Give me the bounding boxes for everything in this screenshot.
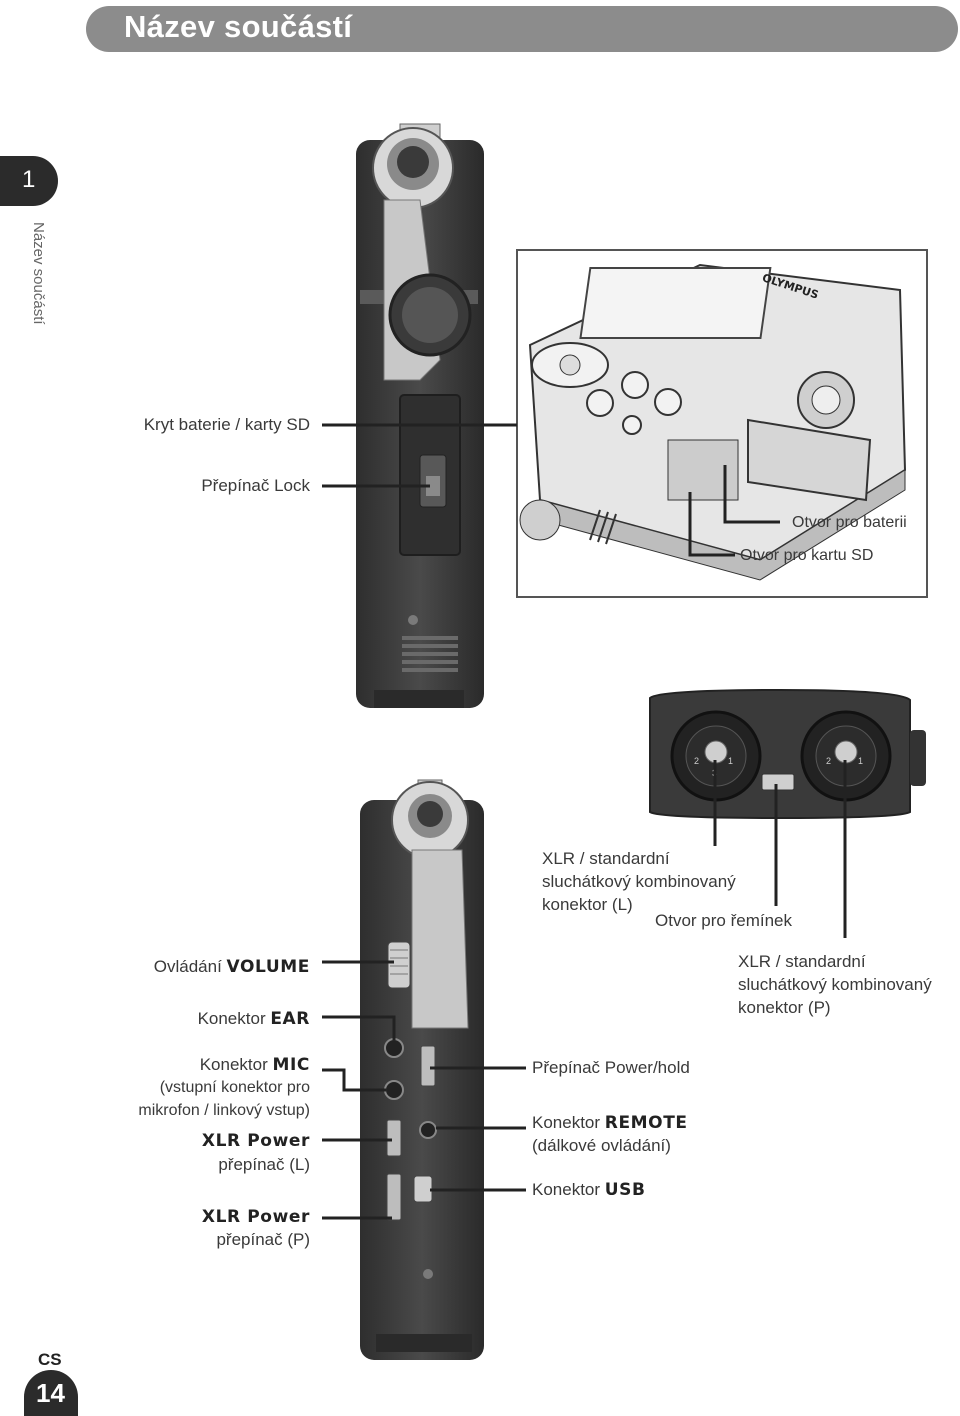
page-title: Název součástí [124,9,353,44]
recorder-side-view-top [356,123,484,708]
label-xlr-power-l: XLR Power [201,1131,310,1151]
label-strap-hole: Otvor pro řemínek [655,911,792,930]
label-xlr-left-line1: XLR / standardní [542,849,670,868]
label-sd-slot: Otvor pro kartu SD [740,547,874,564]
xlr-pin-label: 1 [858,756,863,766]
label-xlr-right-line2: sluchátkový kombinovaný [738,975,932,994]
label-mic: Konektor MIC [199,1055,310,1075]
page-number: 14 [36,1378,65,1408]
label-power-hold: Přepínač Power/hold [532,1058,690,1077]
label-remote-desc: (dálkové ovládání) [532,1136,671,1155]
label-xlr-power-r: XLR Power [201,1207,310,1227]
label-lock-switch: Přepínač Lock [201,476,310,495]
label-remote: Konektor REMOTE [532,1113,688,1133]
xlr-pin-label: 2 [826,756,831,766]
chapter-side-label: Název součástí [30,222,47,325]
language-code: CS [38,1350,62,1369]
label-mic-desc-line2: mikrofon / linkový vstup) [138,1102,310,1119]
label-xlr-power-r-desc: přepínač (P) [216,1230,310,1249]
battery-compartment-inset: OLYMPUS [516,249,928,598]
label-xlr-right-line1: XLR / standardní [738,952,866,971]
label-volume: Ovládání VOLUME [153,957,310,977]
label-mic-desc-line1: (vstupní konektor pro [159,1079,310,1096]
label-xlr-power-l-desc: přepínač (L) [218,1155,310,1174]
xlr-pin-label: 2 [694,756,699,766]
label-xlr-left-line2: sluchátkový kombinovaný [542,872,736,891]
label-xlr-left-line3: konektor (L) [542,895,633,914]
recorder-rear-panel: 2 1 3 2 1 [649,688,926,820]
leader-lines [322,423,847,1220]
chapter-tab [0,156,58,206]
label-battery-cover: Kryt baterie / karty SD [143,415,310,434]
page-number-tab [24,1370,78,1416]
recorder-side-view-bottom [360,779,484,1360]
label-battery-slot: Otvor pro baterii [792,514,907,531]
label-ear: Konektor EAR [197,1009,310,1029]
header-bar [86,6,958,52]
chapter-number: 1 [22,166,36,193]
label-xlr-right-line3: konektor (P) [738,998,831,1017]
label-usb: Konektor USB [532,1180,646,1200]
xlr-pin-label: 1 [728,756,733,766]
